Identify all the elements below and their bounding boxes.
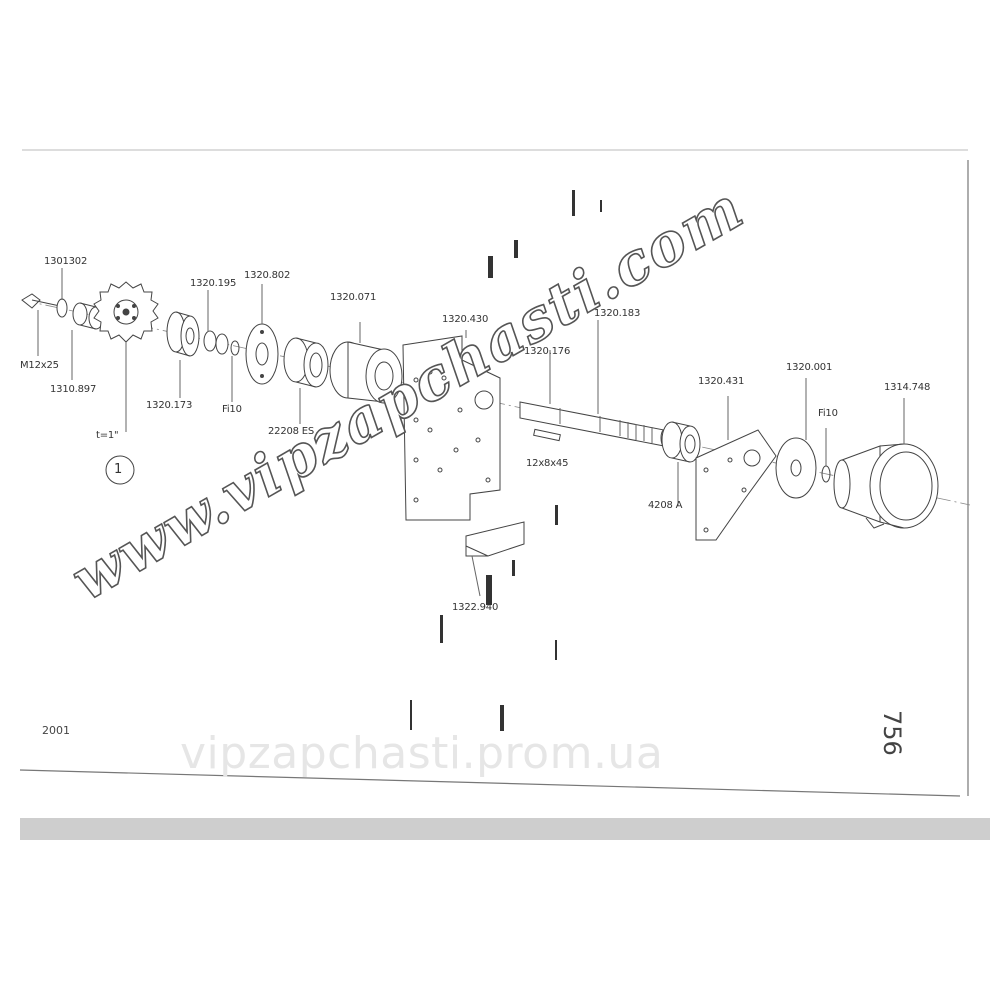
label-22208-es: 22208 ES	[268, 426, 315, 437]
label-1320-176: 1320.176	[524, 346, 571, 357]
bracket-part	[465, 521, 525, 597]
bolt-part	[21, 293, 61, 309]
circlip-part	[230, 340, 240, 356]
label-1320-195: 1320.195	[190, 278, 237, 289]
label-1320-001: 1320.001	[786, 362, 833, 373]
spacer-part	[203, 330, 229, 355]
scan-shadow-bar	[20, 818, 990, 840]
label-1320-071: 1320.071	[330, 292, 377, 303]
label-m12x25: M12x25	[20, 360, 59, 371]
label-1320-183: 1320.183	[594, 308, 641, 319]
label-fi10-right: Fi10	[818, 408, 838, 419]
cover-cup-part	[833, 398, 939, 529]
label-pitch: t=1"	[96, 430, 119, 441]
label-1314-748: 1314.748	[884, 382, 931, 393]
label-1320-430: 1320.430	[442, 314, 489, 325]
sheet-frame	[19, 149, 969, 797]
mounting-plate-part	[695, 396, 777, 541]
label-1320-173: 1320.173	[146, 400, 193, 411]
flange-plate-part	[245, 323, 279, 385]
hub-part	[166, 311, 200, 398]
callout-circle	[105, 455, 135, 485]
bearing-housing-part	[329, 322, 403, 404]
sheet-year: 2001	[42, 724, 70, 737]
washer-part	[56, 298, 68, 318]
label-key-12x8x45: 12x8x45	[526, 458, 569, 469]
label-fi10-left: Fi10	[222, 404, 242, 415]
page-number: 756	[878, 710, 906, 756]
disc-part	[775, 378, 817, 499]
bearing-4208-part	[661, 421, 701, 506]
label-1301302: 1301302	[44, 256, 88, 267]
label-1320-802: 1320.802	[244, 270, 291, 281]
watermark-prom: vipzapchasti.prom.ua	[180, 728, 664, 779]
scan-specks	[410, 190, 602, 731]
bearing-part	[283, 337, 329, 424]
key-part	[533, 428, 561, 442]
label-1310-897: 1310.897	[50, 384, 97, 395]
side-plate-part	[402, 330, 501, 521]
sprocket-part	[93, 281, 159, 432]
callout-number: 1	[114, 462, 123, 477]
label-4208-a: 4208 A	[648, 500, 683, 511]
label-1320-431: 1320.431	[698, 376, 745, 387]
label-1322-940: 1322.940	[452, 602, 499, 613]
